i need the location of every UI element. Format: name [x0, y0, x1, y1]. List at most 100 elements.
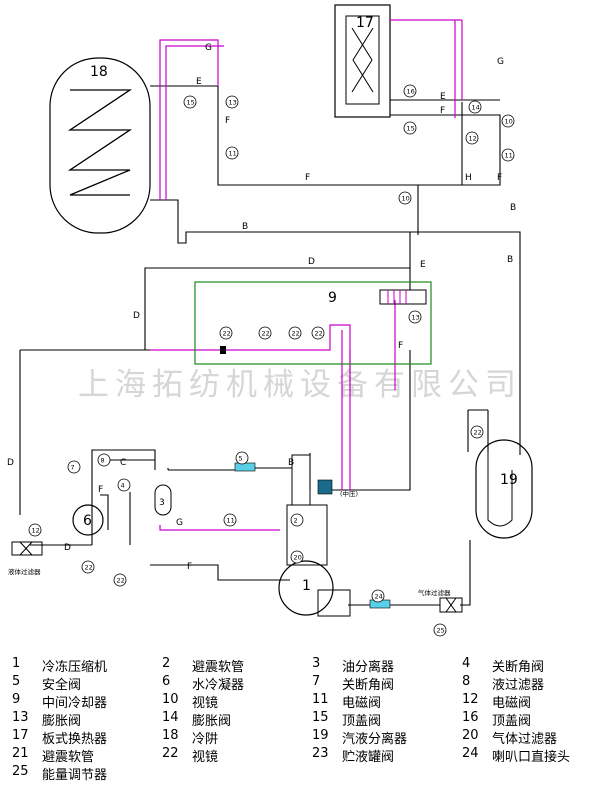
svg-text:G: G: [497, 57, 504, 67]
legend-number: 9: [12, 692, 21, 707]
intercooler-label: 9: [328, 290, 337, 306]
valve-number: 10: [402, 195, 410, 203]
legend-text: 冷阱: [192, 732, 219, 747]
legend-number: 7: [312, 674, 321, 689]
legend-text: 贮液罐阀: [342, 750, 395, 765]
valve-number: 10: [505, 118, 513, 126]
valve-number: 16: [407, 88, 415, 96]
legend-text: 电磁阀: [342, 696, 382, 711]
cold-trap-18: 18: [49, 57, 151, 234]
valve-number: 24: [375, 593, 383, 601]
legend-text: 膨胀阀: [42, 714, 82, 729]
pipe-labels: G E F F B B B E F G H F E D D F D C B F …: [7, 43, 516, 597]
legend-text: 关断角阀: [492, 660, 545, 675]
legend-number: 14: [162, 710, 179, 725]
valve-number: 12: [32, 527, 40, 535]
svg-text:H: H: [465, 173, 472, 183]
svg-text:B: B: [507, 255, 513, 265]
valve-number: 11: [505, 152, 513, 160]
legend-text: 冷冻压缩机: [42, 660, 108, 675]
legend-text: 喇叭口直接头: [492, 750, 571, 765]
legend-number: 16: [462, 710, 479, 725]
legend-text: 安全阀: [42, 678, 82, 693]
legend-text: 膨胀阀: [192, 714, 232, 729]
valve-number: 8: [101, 457, 105, 465]
legend-number: 4: [462, 656, 471, 671]
legend-text: 板式换热器: [42, 732, 108, 747]
valve-number: 25: [437, 627, 445, 635]
svg-text:B: B: [288, 458, 294, 468]
legend-text: 水冷凝器: [192, 678, 245, 693]
legend-text: 汽液分离器: [342, 732, 408, 747]
legend-number: 19: [312, 728, 329, 743]
valve-number: 15: [187, 99, 195, 107]
svg-text:液体过滤器: 液体过滤器: [8, 567, 41, 576]
svg-text:F: F: [305, 173, 310, 183]
valve-number: 22: [223, 330, 231, 338]
plate-exchanger-17: 17: [334, 4, 391, 118]
legend-number: 2: [162, 656, 171, 671]
svg-text:G: G: [176, 518, 183, 528]
company-watermark: 上海拓纺机械设备有限公司: [78, 367, 522, 403]
svg-text:E: E: [440, 92, 446, 102]
legend-text: 能量调节器: [42, 768, 108, 783]
valve-number: 12: [469, 135, 477, 143]
condenser-label: 6: [83, 513, 92, 529]
legend-text: 顶盖阀: [342, 714, 382, 729]
piping-diagram: 18 17: [7, 4, 533, 637]
legend-text: 顶盖阀: [492, 714, 532, 729]
svg-text:E: E: [196, 77, 202, 87]
valve-number: 14: [472, 104, 480, 112]
oil-separator-3: 3: [154, 484, 172, 516]
valve-number: 5: [239, 455, 243, 463]
svg-text:F: F: [497, 173, 502, 183]
legend-number: 10: [162, 692, 179, 707]
legend-text: 液过滤器: [492, 678, 545, 693]
valve-number: 22: [315, 330, 323, 338]
receiver-label: 18: [90, 64, 108, 80]
svg-text:C: C: [120, 458, 126, 468]
valve-number: 15: [407, 125, 415, 133]
svg-text:B: B: [242, 222, 248, 232]
svg-text:E: E: [420, 260, 426, 270]
separator-label: 19: [500, 472, 518, 488]
legend-number: 8: [462, 674, 471, 689]
legend-text: 视镜: [192, 750, 219, 765]
svg-text:气体过滤器: 气体过滤器: [418, 588, 451, 597]
svg-text:F: F: [440, 106, 445, 116]
legend-number: 17: [12, 728, 29, 743]
svg-text:F: F: [398, 341, 403, 351]
legend-text: 气体过滤器: [492, 732, 558, 747]
magenta-pipes: [150, 19, 463, 531]
legend-text: 避震软管: [42, 750, 95, 765]
valve-number: 2: [294, 517, 298, 525]
legend-text: 关断角阀: [342, 678, 395, 693]
legend-text: 电磁阀: [492, 696, 532, 711]
svg-text:D: D: [308, 257, 315, 267]
legend-number: 13: [12, 710, 29, 725]
svg-text:F: F: [98, 485, 103, 495]
legend-number: 20: [462, 728, 479, 743]
legend-number: 25: [12, 764, 29, 779]
valve-number: 7: [71, 464, 75, 472]
exchanger-label: 17: [356, 15, 374, 31]
legend-text: 中间冷却器: [42, 696, 108, 711]
legend-number: 18: [162, 728, 179, 743]
svg-text:D: D: [133, 311, 140, 321]
condenser-6: 6: [72, 504, 104, 536]
valve-number: 22: [117, 577, 125, 585]
legend-number: 15: [312, 710, 329, 725]
legend-number: 23: [312, 746, 329, 761]
valve-number: 22: [262, 330, 270, 338]
svg-text:F: F: [225, 116, 230, 126]
valve-number: 4: [121, 482, 125, 490]
valve-number: 13: [412, 314, 420, 322]
legend-number: 1: [12, 656, 21, 671]
legend-number: 3: [312, 656, 321, 671]
svg-text:B: B: [510, 203, 516, 213]
oil-sep-label: 3: [159, 498, 165, 508]
legend-number: 21: [12, 746, 29, 761]
valves: [28, 84, 515, 637]
valve-number: 22: [474, 429, 482, 437]
